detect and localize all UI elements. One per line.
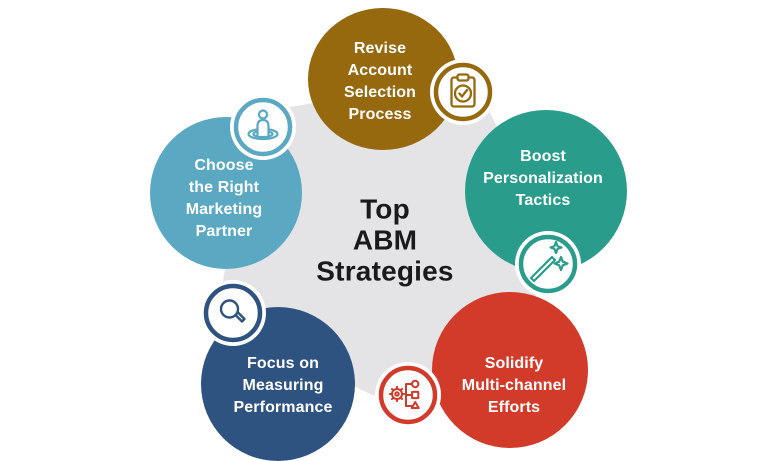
strategy-label-revise-account-selection: Revise Account Selection Process (343, 40, 417, 123)
magic-wand-icon (515, 231, 581, 297)
strategy-circle-revise-account-selection (308, 8, 458, 150)
strategy-label-focus-measuring: Focus on Measuring Performance (233, 355, 333, 416)
person-target-icon (230, 94, 296, 160)
strategy-circle-boost-personalization (465, 110, 627, 272)
process-flow-gear-icon (375, 362, 441, 428)
strategy-label-choose-partner: Choose the Right Marketing Partner (185, 157, 263, 240)
magnifying-glass-icon (200, 280, 266, 346)
strategy-label-boost-personalization: Boost Personalization Tactics (483, 148, 603, 209)
strategy-circle-solidify-multi-channel (432, 292, 588, 448)
strategy-circle-focus-measuring (201, 307, 355, 461)
center-title: Top ABM Strategies (316, 193, 454, 287)
strategy-label-solidify-multi-channel: Solidify Multi-channel Efforts (461, 355, 567, 416)
clipboard-check-icon (430, 59, 496, 125)
